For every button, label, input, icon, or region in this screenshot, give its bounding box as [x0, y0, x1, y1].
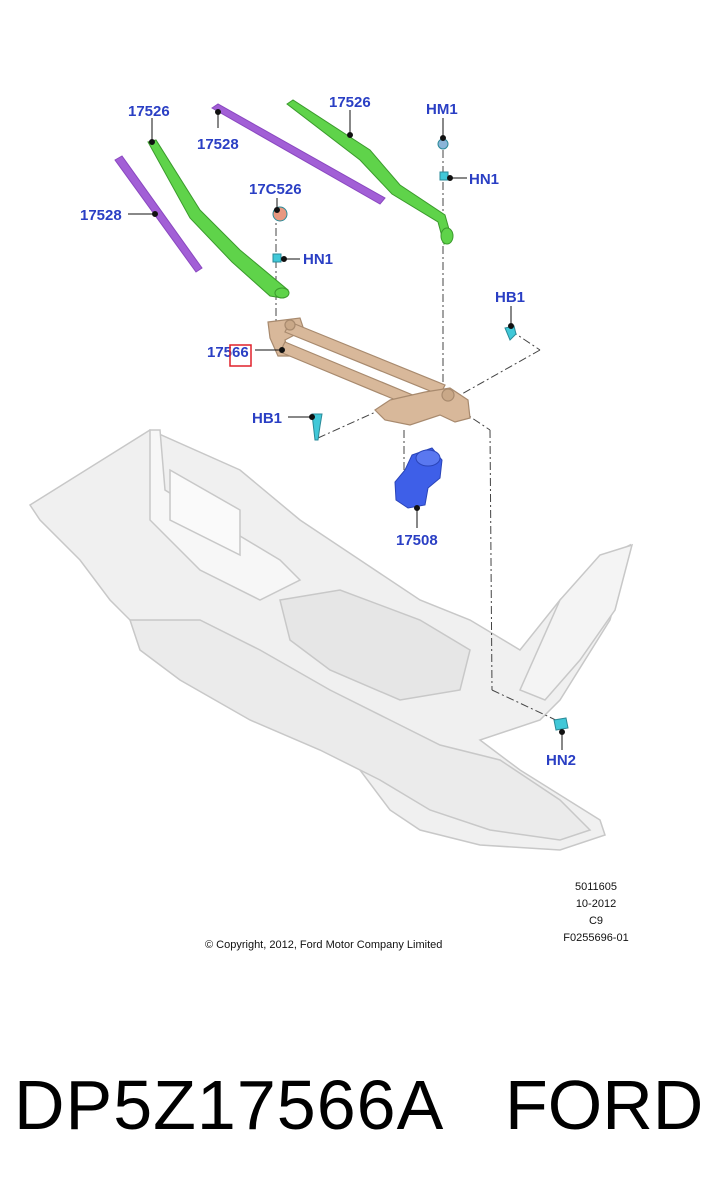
- wiper-system-diagram: 17526 17528 17526 17528 17C526 HN1 HM1 H…: [28, 94, 634, 951]
- callout-hn1-right: HN1: [469, 171, 499, 188]
- nut-icon: [553, 717, 569, 731]
- callout-17566: 17566: [207, 344, 249, 361]
- copyright: © Copyright, 2012, Ford Motor Company Li…: [205, 939, 442, 951]
- wiper-blade-right: [211, 103, 386, 205]
- callout-17508: 17508: [396, 532, 438, 549]
- part-caption: DP5Z17566A FORD: [0, 1055, 708, 1155]
- brand-name: FORD: [505, 1066, 704, 1144]
- illustration-code: 5011605: [575, 881, 617, 893]
- callout-17528-top: 17528: [197, 136, 239, 153]
- callout-17c526: 17C526: [249, 181, 302, 198]
- part-number: DP5Z17566A: [14, 1066, 445, 1144]
- callout-hb1-right: HB1: [495, 289, 525, 306]
- nut-icon: [439, 171, 449, 181]
- wiper-blade-left: [114, 155, 203, 273]
- illustration-figure: F0255696-01: [563, 932, 628, 944]
- bolt-icon: [311, 413, 323, 441]
- wiper-arm-left: [147, 139, 290, 299]
- illustration-date: 10-2012: [576, 898, 616, 910]
- callout-17528-left: 17528: [80, 207, 122, 224]
- nut-icon: [272, 253, 282, 263]
- cowl-panel: [28, 429, 634, 851]
- leader-lines: [128, 109, 565, 750]
- wiper-linkage: [267, 317, 471, 426]
- callout-17526-left: 17526: [128, 103, 170, 120]
- callout-hm1: HM1: [426, 101, 458, 118]
- callout-hb1-left: HB1: [252, 410, 282, 427]
- wiper-motor: [394, 447, 443, 509]
- highlight-box: [229, 344, 252, 367]
- callout-hn2: HN2: [546, 752, 576, 769]
- callout-17526-right: 17526: [329, 94, 371, 111]
- illustration-section: C9: [589, 915, 603, 927]
- wiper-arm-right: [286, 99, 454, 245]
- callout-hn1-left: HN1: [303, 251, 333, 268]
